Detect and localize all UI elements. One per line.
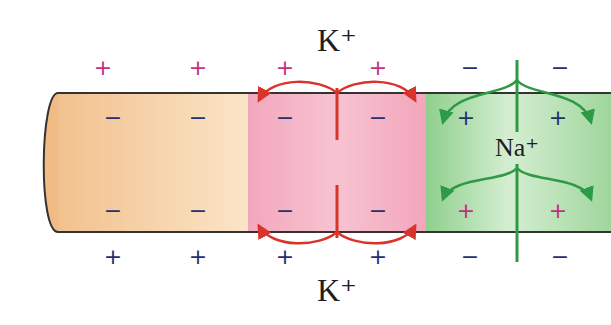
charge-sign: +	[549, 107, 567, 129]
k-efflux-arrow	[259, 82, 337, 100]
k-channel-line	[336, 88, 339, 140]
charge-sign: −	[461, 246, 479, 268]
charge-sign: +	[457, 107, 475, 129]
charge-sign: −	[369, 200, 387, 222]
k-channel-line	[336, 185, 339, 238]
charge-sign: +	[369, 246, 387, 268]
charge-sign: −	[551, 246, 569, 268]
k-efflux-arrow	[337, 226, 415, 243]
charge-sign: −	[189, 107, 207, 129]
charge-sign: +	[189, 57, 207, 79]
charge-sign: +	[276, 57, 294, 79]
na-influx-arrow	[517, 168, 591, 199]
charge-sign: +	[94, 57, 112, 79]
ion-label: Na⁺	[495, 135, 539, 161]
na-influx-arrow	[443, 80, 517, 122]
charge-sign: −	[104, 107, 122, 129]
charge-sign: +	[276, 246, 294, 268]
na-channel-line	[516, 60, 519, 132]
charge-sign: −	[276, 200, 294, 222]
charge-sign: −	[551, 57, 569, 79]
charge-sign: +	[189, 246, 207, 268]
charge-sign: −	[104, 200, 122, 222]
charge-sign: −	[461, 57, 479, 79]
charge-sign: +	[457, 200, 475, 222]
ion-label: K⁺	[317, 274, 357, 306]
axon-membrane	[44, 93, 611, 232]
charge-sign: +	[369, 57, 387, 79]
k-efflux-arrow	[337, 82, 415, 100]
charge-sign: −	[369, 107, 387, 129]
charge-sign: −	[276, 107, 294, 129]
na-channel-line	[516, 164, 519, 262]
resting-region	[58, 93, 248, 232]
charge-sign: +	[549, 200, 567, 222]
ion-label: K⁺	[317, 24, 357, 56]
charge-sign: −	[189, 200, 207, 222]
axon-end-cap	[44, 93, 58, 232]
k-efflux-arrow	[259, 226, 337, 243]
charge-sign: +	[104, 246, 122, 268]
na-influx-arrow	[443, 168, 517, 199]
